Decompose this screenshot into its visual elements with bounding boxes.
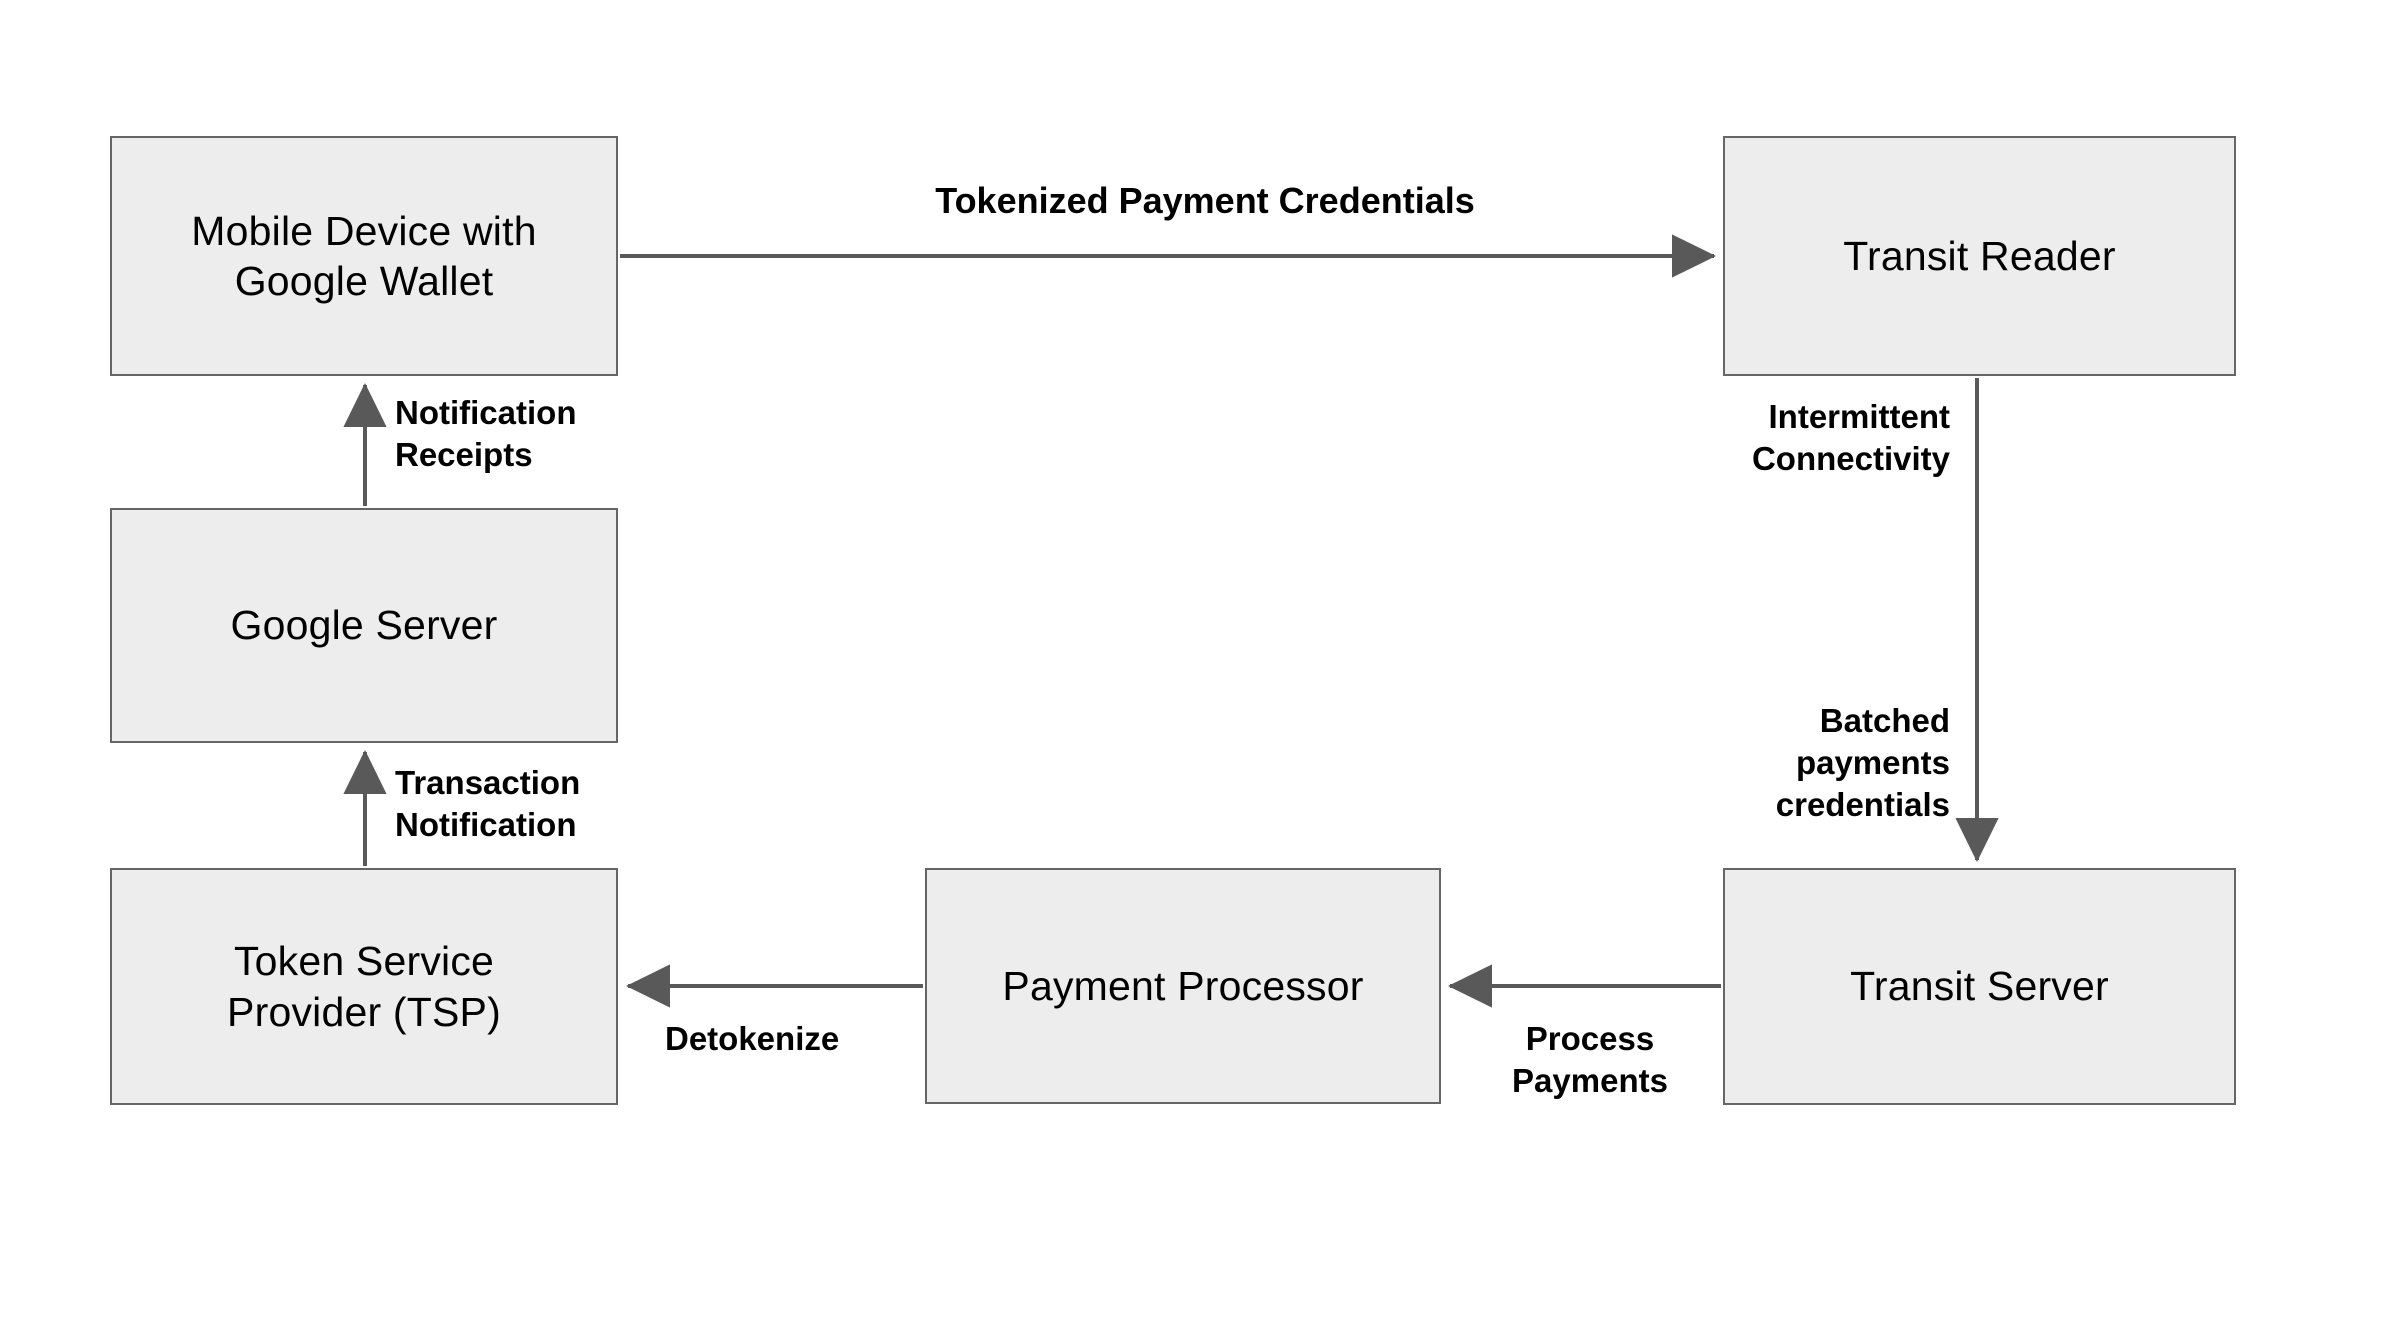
edge-label-intermittent-connectivity: Intermittent Connectivity [1751,398,1950,478]
node-transit-server[interactable]: Transit Server [1723,868,2236,1105]
node-payment-processor[interactable]: Payment Processor [925,868,1441,1104]
node-label: Transit Server [1850,963,2109,1010]
edge-label-batched-payments-credentials: Batched payments credentials [1775,702,1950,824]
node-label: Transit Reader [1843,232,2116,279]
node-transit-reader[interactable]: Transit Reader [1723,136,2236,376]
edge-label-tokenized-payment-credentials: Tokenized Payment Credentials [935,180,1475,221]
node-mobile-device-with-google-wallet[interactable]: Mobile Device with Google Wallet [110,136,618,376]
node-label: Payment Processor [1002,962,1364,1009]
node-label: Token Service Provider (TSP) [227,938,501,1035]
node-token-service-provider[interactable]: Token Service Provider (TSP) [110,868,618,1105]
node-label: Mobile Device with Google Wallet [191,207,537,304]
edge-label-notification-receipts: Notification Receipts [395,394,577,474]
edge-label-process-payments: Process Payments [1512,1020,1668,1100]
node-google-server[interactable]: Google Server [110,508,618,743]
edge-label-transaction-notification: Transaction Notification [395,764,581,844]
edge-label-detokenize: Detokenize [665,1020,840,1057]
node-label: Google Server [230,602,498,649]
